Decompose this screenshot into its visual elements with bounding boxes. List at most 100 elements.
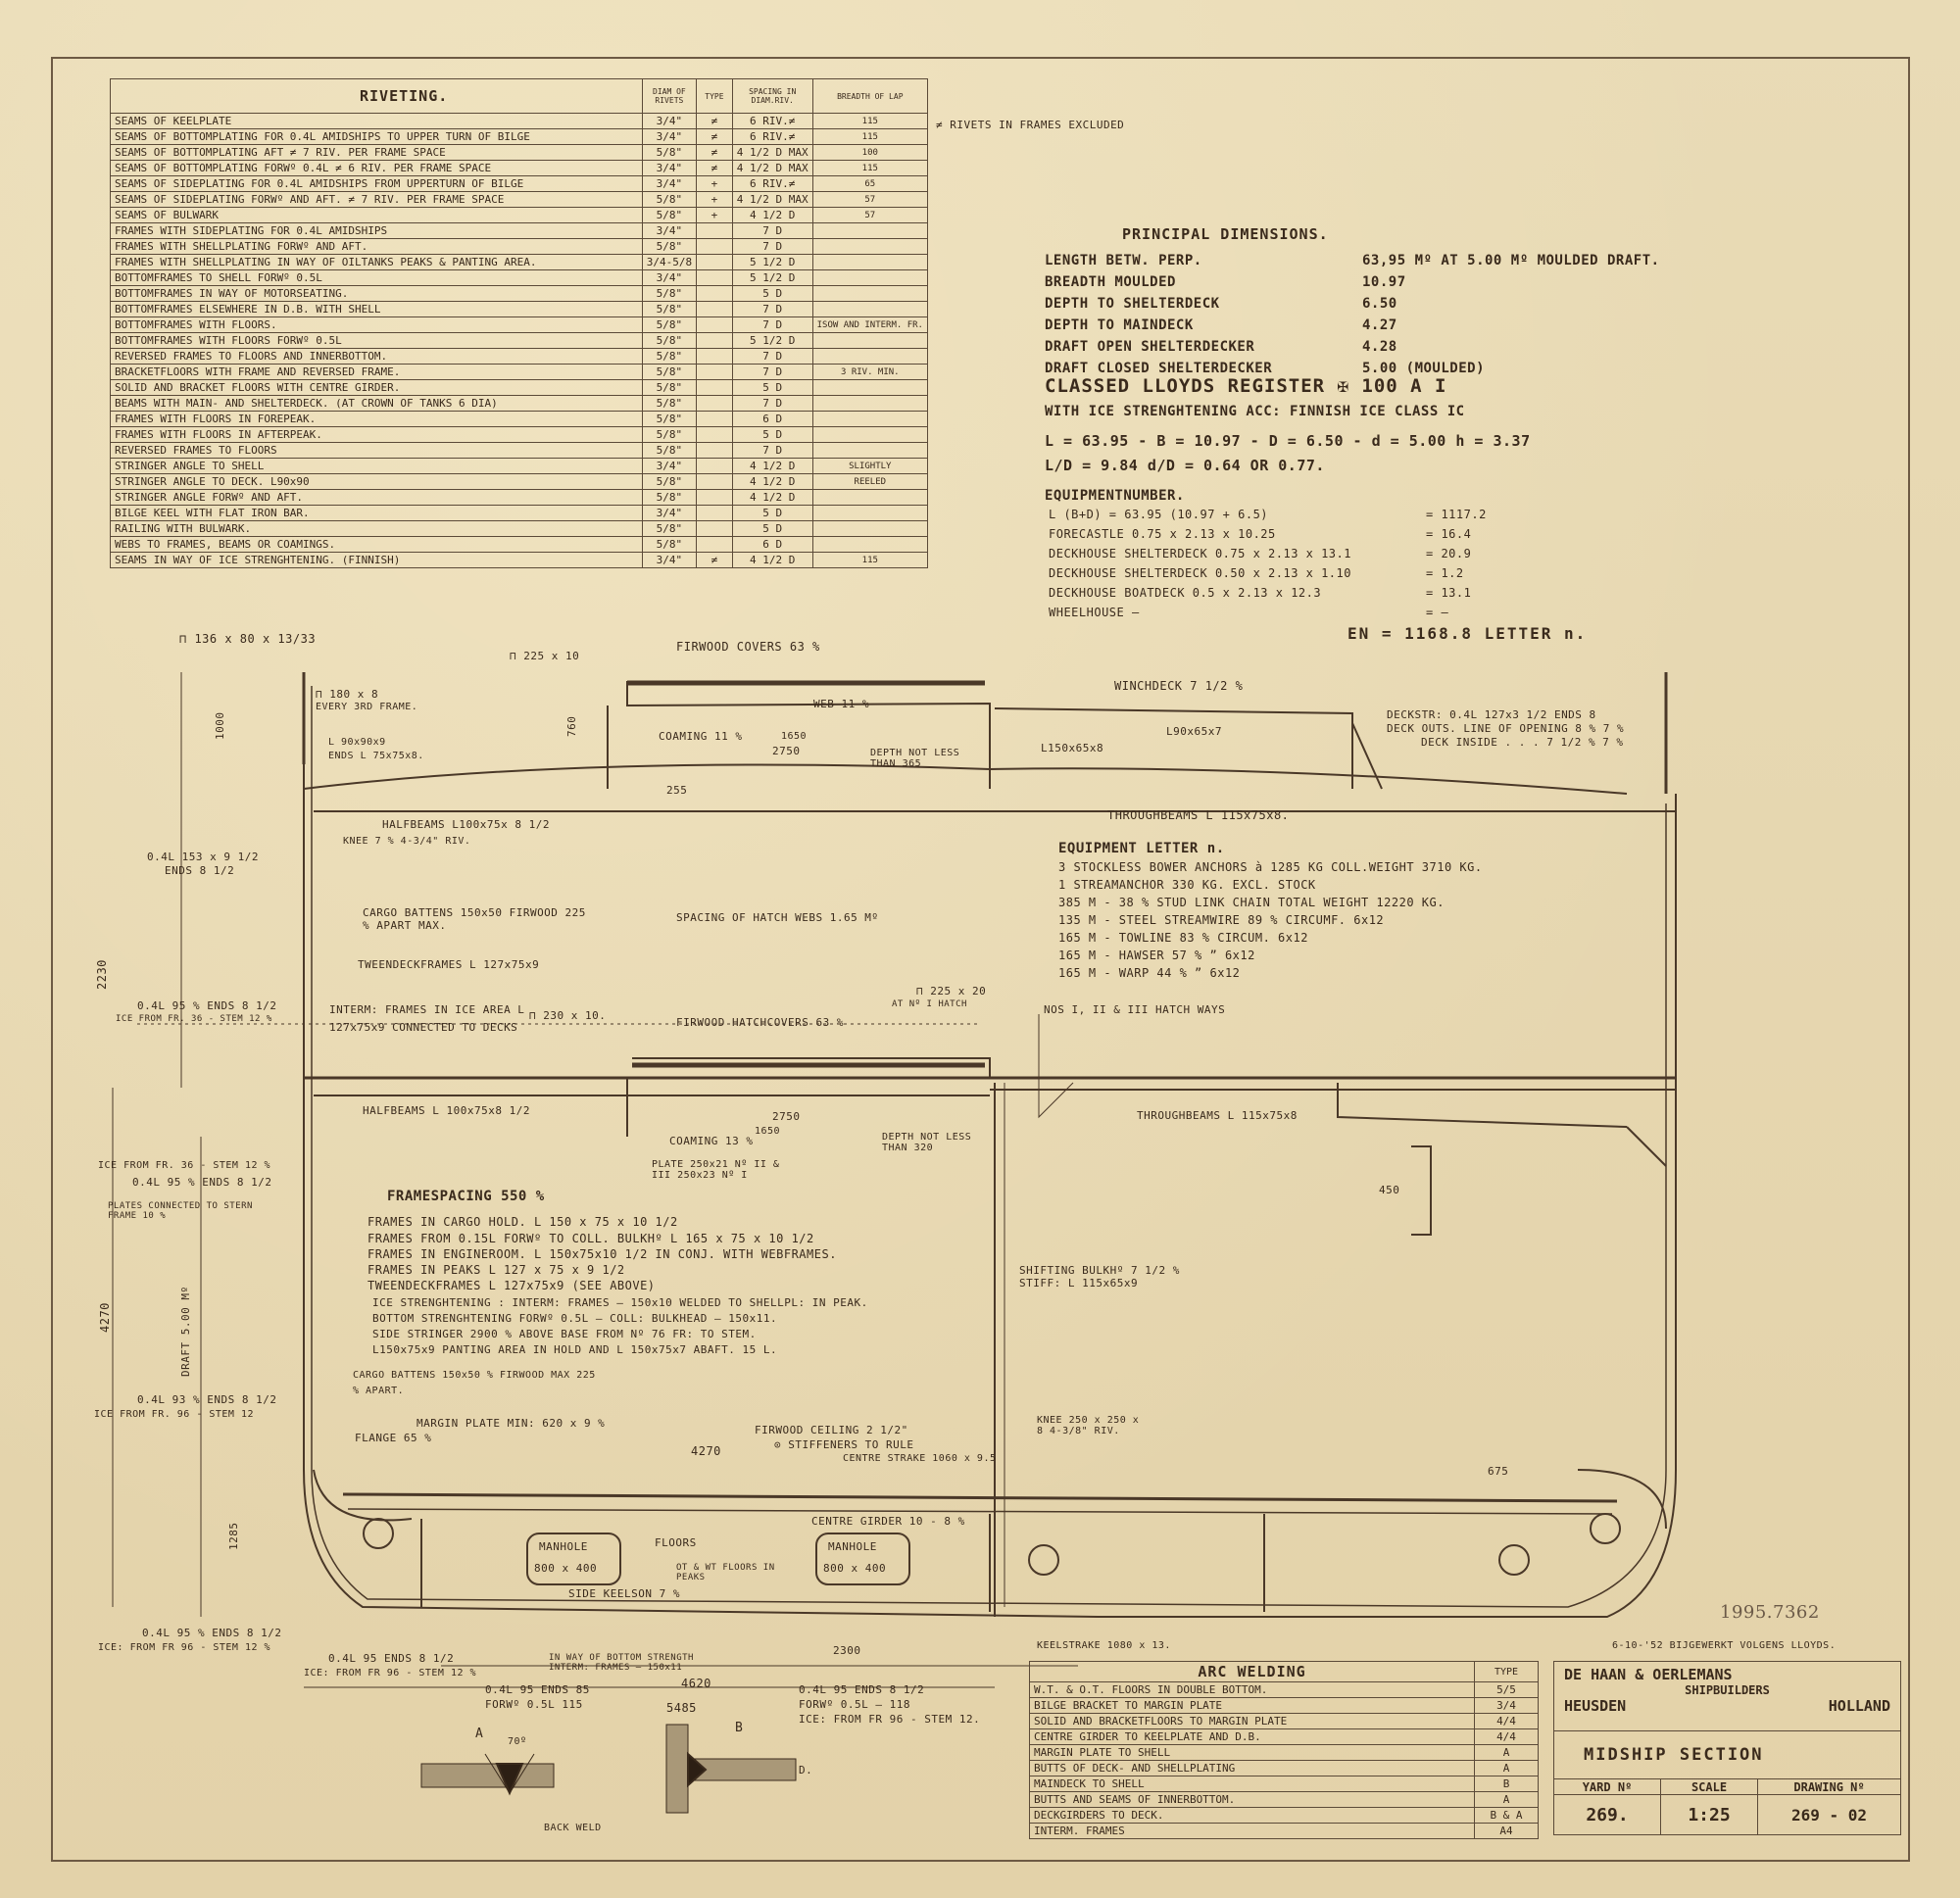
manhole-left [526,1533,621,1585]
dim-2230: 2230 [95,959,109,990]
arc-welding-type: 5/5 [1474,1681,1539,1698]
riveting-row: SEAMS OF BOTTOMPLATING AFT ≠ 7 RIV. PER … [110,144,929,161]
riveting-note: ≠ RIVETS IN FRAMES EXCLUDED [936,119,1125,131]
label-spacing-hatch: SPACING OF HATCH WEBS 1.65 Mº [676,911,879,924]
label-cargo-battens: CARGO BATTENS 150x50 FIRWOOD 225 % APART… [363,906,586,932]
weld-label-d: D. [799,1764,813,1776]
riveting-description: SOLID AND BRACKET FLOORS WITH CENTRE GIR… [110,379,643,396]
label-flange: FLANGE 65 % [355,1432,432,1444]
riveting-lap: 115 [811,552,929,568]
equipment-letter-row: 165 M - TOWLINE 83 % CIRCUM. 6x12 [1058,931,1308,945]
label-frames-cargo: FRAMES IN CARGO HOLD. L 150 x 75 x 10 1/… [368,1215,678,1229]
label-bottom-r1: 0.4L 95 ENDS 8 1/2 [799,1683,925,1696]
dim-675: 675 [1488,1465,1509,1478]
label-floors: FLOORS [655,1536,697,1549]
lightening-hole-4 [1590,1513,1621,1544]
riveting-spacing: 4 1/2 D MAX [731,144,813,161]
arc-welding-item: MAINDECK TO SHELL [1029,1776,1475,1792]
scale-value: 1:25 [1660,1794,1758,1835]
title-block: DE HAAN & OERLEMANS SHIPBUILDERS HEUSDEN… [1553,1661,1901,1835]
arc-welding-row: DECKGIRDERS TO DECK.B & A [1029,1807,1539,1824]
label-knee-7: KNEE 7 % 4-3/4" RIV. [343,836,471,847]
equipment-letter-row: 165 M - WARP 44 % ” 6x12 [1058,966,1241,980]
label-frames-from: FRAMES FROM 0.15L FORWº TO COLL. BULKHº … [368,1232,814,1245]
label-manhole-right: MANHOLE [828,1540,877,1553]
equipment-number-total: EN = 1168.8 LETTER n. [1348,624,1588,643]
arc-welding-type: 4/4 [1474,1713,1539,1729]
formula-line-2: L/D = 9.84 d/D = 0.64 OR 0.77. [1045,457,1325,474]
principal-value: 6.50 [1362,296,1397,312]
dim-1650-mid: 1650 [755,1126,781,1137]
riveting-row: FRAMES WITH FLOORS IN AFTERPEAK.5/8"5 D [110,426,929,443]
equipment-number-value: = — [1426,606,1449,619]
principal-value: 63,95 Mº AT 5.00 Mº MOULDED DRAFT. [1362,253,1660,268]
label-bottom-mid: 0.4L 95 ENDS 8 1/2 [328,1652,455,1665]
label-halfbeams-top: HALFBEAMS L100x75x 8 1/2 [382,818,550,831]
hull-right-side [1098,794,1677,1618]
riveting-description: BOTTOMFRAMES TO SHELL FORWº 0.5L [110,269,643,286]
equipment-number-value: = 1117.2 [1426,508,1487,521]
arc-welding-type-header: TYPE [1474,1661,1539,1682]
riveting-diam: 5/8" [641,191,698,208]
shelterdeck-right-line [989,767,1628,795]
arc-welding-type: 4/4 [1474,1728,1539,1745]
equipment-number-label: DECKHOUSE SHELTERDECK 0.50 x 2.13 x 1.10 [1049,566,1351,580]
equipment-number-label: L (B+D) = 63.95 (10.97 + 6.5) [1049,508,1269,521]
riveting-spacing: 6 RIV.≠ [731,128,813,145]
equipment-number-value: = 1.2 [1426,566,1464,580]
equipment-letter-row: 165 M - HAWSER 57 % ” 6x12 [1058,949,1255,962]
weld-details [420,1724,797,1814]
label-l90x90: L 90x90x9 [328,737,386,748]
equipment-number-label: WHEELHOUSE — [1049,606,1140,619]
principal-label: BREADTH MOULDED [1045,274,1176,290]
riveting-spacing: 6 D [731,536,813,553]
equipment-number-title: EQUIPMENTNUMBER. [1045,488,1185,504]
country-label: HOLLAND [1828,1697,1890,1715]
weld-plate-a [420,1763,555,1788]
label-atnr: AT Nº I HATCH [892,999,967,1009]
equipment-number-label: FORECASTLE 0.75 x 2.13 x 10.25 [1049,527,1276,541]
label-margin-plate: MARGIN PLATE MIN: 620 x 9 % [416,1417,606,1430]
riveting-spacing: 4 1/2 D [731,207,813,223]
equipment-number-label: DECKHOUSE SHELTERDECK 0.75 x 2.13 x 13.1 [1049,547,1351,560]
principal-label: DRAFT CLOSED SHELTERDECKER [1045,361,1273,376]
label-every3rd: EVERY 3RD FRAME. [316,702,418,712]
knee-bracket [1038,1014,1074,1119]
weld-angle: 70º [508,1736,527,1747]
yard-number: 269. [1553,1794,1661,1835]
label-web-11: WEB 11 % [813,698,869,710]
riveting-spacing: 5 1/2 D [731,332,813,349]
label-top-left-dim: ⊓ 136 x 80 x 13/33 [179,632,317,646]
riveting-diam: 3/4" [641,128,698,145]
label-tweendeckframes: TWEENDECKFRAMES L 127x75x9 [358,958,540,971]
dim-1285: 1285 [227,1522,240,1551]
dim-760: 760 [565,715,578,737]
shelterdeck-left-line [303,763,991,790]
equipment-letter-row: 1 STREAMANCHOR 330 KG. EXCL. STOCK [1058,878,1316,892]
label-interm-frames: INTERM: FRAMES IN ICE AREA L 127x75x9 CO… [329,1003,525,1034]
label-throughbeams-mid: THROUGHBEAMS L 115x75x8 [1137,1109,1298,1122]
weld-plate-b-vertical [665,1724,689,1814]
principal-value: 4.28 [1362,339,1397,355]
arc-welding-table: ARC WELDING TYPE W.T. & O.T. FLOORS IN D… [1029,1661,1539,1839]
label-ends8: ENDS 8 1/2 [165,864,235,877]
label-rebuilt: 6-10-'52 BIJGEWERKT VOLGENS LLOYDS. [1612,1640,1837,1651]
label-firwood-hatchcovers: FIRWOOD HATCHCOVERS 63 % [676,1016,844,1029]
dim-4270-b: 4270 [691,1444,721,1458]
label-ice-d: ICE FROM FR. 36 - STEM 12 % [98,1160,271,1171]
equipment-number-value: = 20.9 [1426,547,1472,560]
label-plates-connected: PLATES CONNECTED TO STERN FRAME 10 % [108,1201,253,1221]
label-coaming-11: COAMING 11 % [659,730,743,743]
arc-welding-title: ARC WELDING [1198,1663,1306,1680]
label-l90: L90x65x7 [1166,725,1222,738]
scale-label: SCALE [1660,1778,1758,1795]
dim-4620: 4620 [681,1677,711,1690]
arc-welding-type: 3/4 [1474,1697,1539,1714]
riveting-description: SEAMS OF BOTTOMPLATING FORWº 0.4L ≠ 6 RI… [110,160,643,176]
